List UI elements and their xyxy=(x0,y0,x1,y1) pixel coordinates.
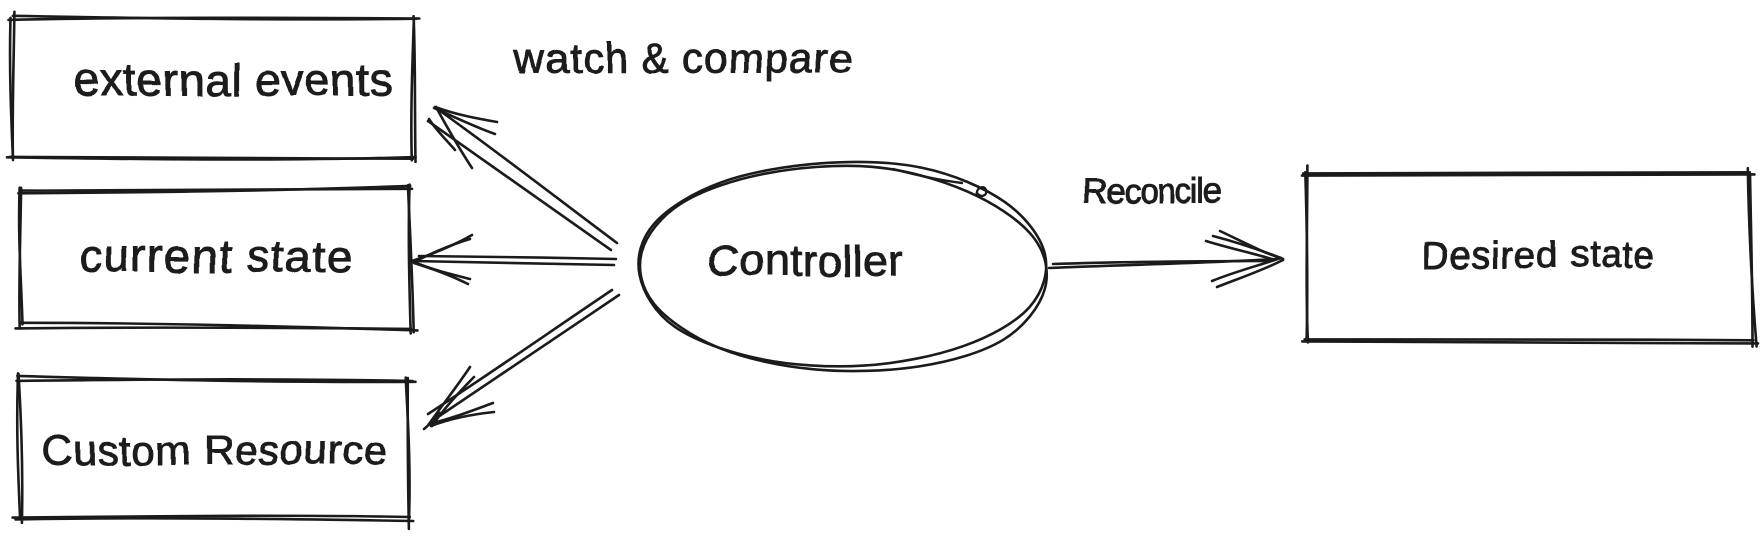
svg-text:Custom Resource: Custom Resource xyxy=(43,427,388,474)
svg-text:watch & compare: watch & compare xyxy=(513,35,853,82)
svg-text:Reconcile: Reconcile xyxy=(1082,173,1222,211)
svg-text:external events: external events xyxy=(75,54,393,106)
svg-text:Controller: Controller xyxy=(708,237,902,286)
svg-text:current state: current state xyxy=(80,230,352,282)
svg-text:Desired state: Desired state xyxy=(1422,235,1655,277)
